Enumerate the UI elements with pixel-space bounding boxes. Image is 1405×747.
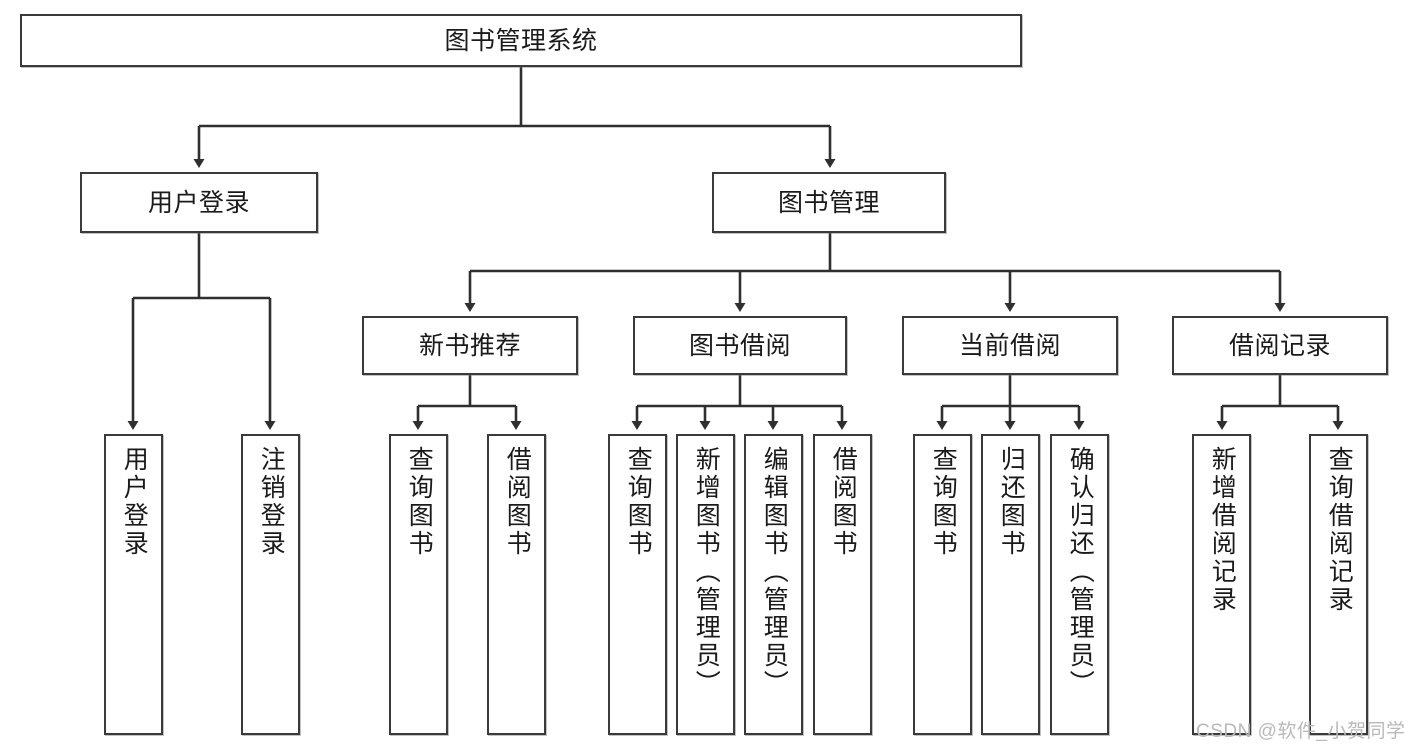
leaf-borrow-borrow-book[interactable]: 借阅图书 [813, 434, 872, 735]
node-label: 图书管理系统 [444, 26, 598, 55]
node-label: 当前借阅 [958, 331, 1061, 360]
node-label: 图书借阅 [688, 331, 791, 360]
node-label: 归还图书 [997, 446, 1026, 558]
node-label: 新书推荐 [418, 331, 521, 360]
node-label: 注销登录 [257, 446, 286, 558]
csdn-watermark: CSDN @软件_小贺同学 [1196, 721, 1405, 742]
leaf-current-return-book[interactable]: 归还图书 [981, 434, 1040, 735]
node-label: 查询图书 [929, 446, 958, 558]
node-label: 借阅图书 [503, 446, 532, 558]
node-label: 图书管理 [777, 188, 880, 217]
node-label: 编辑图书（管理员） [760, 446, 789, 698]
leaf-current-confirm-return[interactable]: 确认归还（管理员） [1050, 434, 1109, 735]
node-current-borrow[interactable]: 当前借阅 [902, 316, 1118, 375]
leaf-user-login-logout[interactable]: 注销登录 [241, 434, 300, 735]
node-label: 借阅记录 [1228, 331, 1331, 360]
node-label: 查询图书 [405, 446, 434, 558]
leaf-current-query-book[interactable]: 查询图书 [913, 434, 972, 735]
leaf-recommend-query-book[interactable]: 查询图书 [389, 434, 448, 735]
leaf-user-login-login[interactable]: 用户登录 [104, 434, 163, 735]
node-new-book-recommend[interactable]: 新书推荐 [362, 316, 578, 375]
leaf-recommend-borrow-book[interactable]: 借阅图书 [487, 434, 546, 735]
node-label: 借阅图书 [829, 446, 858, 558]
node-label: 新增图书（管理员） [692, 446, 721, 698]
leaf-record-query-record[interactable]: 查询借阅记录 [1309, 434, 1368, 735]
node-root-system[interactable]: 图书管理系统 [20, 14, 1022, 67]
node-book-borrow[interactable]: 图书借阅 [633, 316, 847, 375]
node-label: 用户登录 [120, 446, 149, 558]
leaf-record-add-record[interactable]: 新增借阅记录 [1192, 434, 1251, 735]
node-borrow-record[interactable]: 借阅记录 [1172, 316, 1388, 375]
node-label: 查询借阅记录 [1325, 446, 1354, 614]
node-label: 查询图书 [624, 446, 653, 558]
node-label: 用户登录 [147, 188, 250, 217]
leaf-borrow-query-book[interactable]: 查询图书 [608, 434, 667, 735]
node-label: 确认归还（管理员） [1066, 446, 1095, 698]
leaf-borrow-add-book[interactable]: 新增图书（管理员） [676, 434, 735, 735]
node-label: 新增借阅记录 [1208, 446, 1237, 614]
node-book-management[interactable]: 图书管理 [712, 172, 946, 233]
leaf-borrow-edit-book[interactable]: 编辑图书（管理员） [744, 434, 803, 735]
node-user-login[interactable]: 用户登录 [80, 172, 318, 233]
